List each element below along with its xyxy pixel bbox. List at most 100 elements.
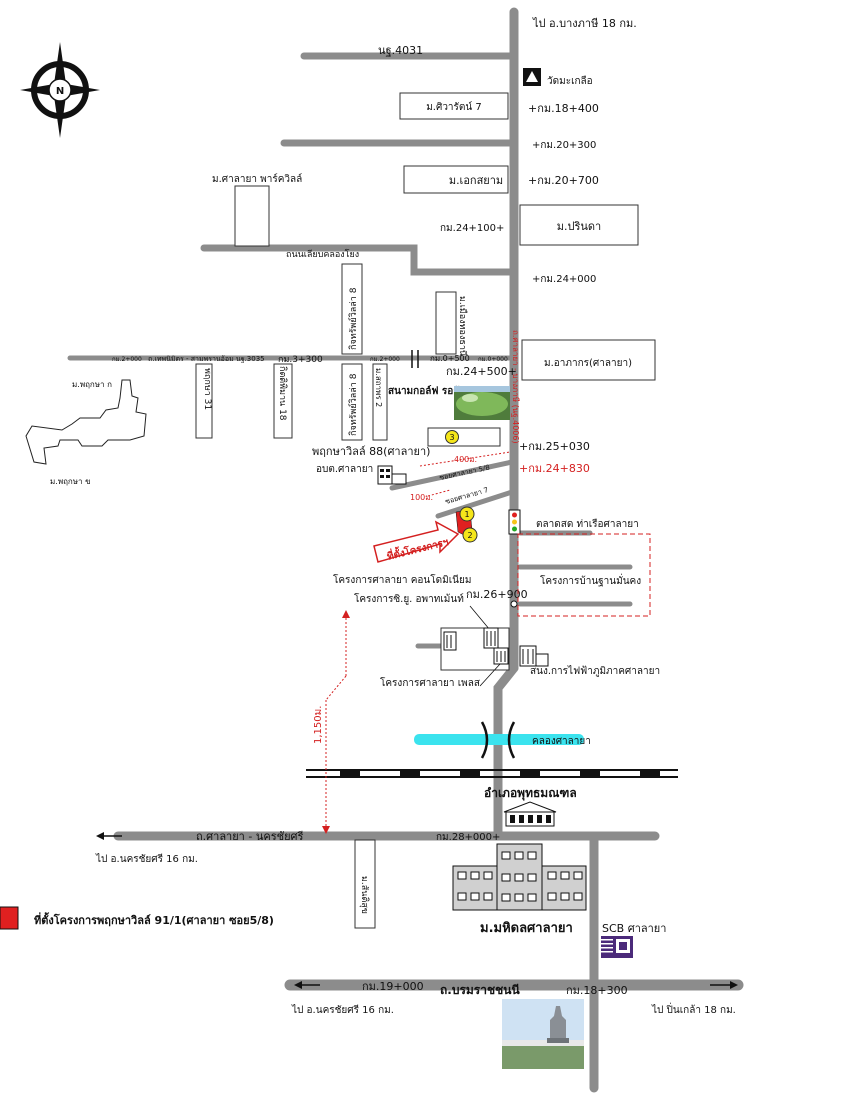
soi-5-label: ซอยศาลายา 5/8 bbox=[439, 463, 491, 481]
side-km: กม.2+000 bbox=[370, 356, 400, 363]
bridge-icon bbox=[480, 721, 516, 759]
arrow-up-icon bbox=[342, 610, 350, 618]
arrow-right-icon bbox=[710, 981, 738, 989]
km-marker: +กม.20+300 bbox=[532, 140, 596, 151]
arakorn-label: ม.อาภากร(ศาลายา) bbox=[544, 358, 632, 369]
side-km: กม.0+000 bbox=[478, 356, 508, 363]
north-label: N bbox=[56, 86, 64, 97]
sansuk-box bbox=[354, 839, 376, 929]
km-marker: +กม.24+830 bbox=[519, 462, 590, 475]
north-arrow-icon: N bbox=[20, 42, 100, 138]
left-destination-2: ไป อ.นครชัยศรี 16 กม. bbox=[291, 1004, 394, 1016]
km-marker: +กม.24+000 bbox=[532, 274, 596, 285]
phruksa-31-label: พฤกษา 31 bbox=[202, 368, 212, 410]
km-marker: +กม.25+030 bbox=[519, 440, 590, 453]
junction-icon bbox=[510, 600, 518, 608]
badge-1 bbox=[459, 506, 475, 522]
baan-project-label: โครงการบ้านฐานมั่นคง bbox=[540, 573, 641, 587]
building-icon bbox=[443, 627, 509, 665]
kit-lower-label: กิจทรัพย์วิลล่า 8 bbox=[347, 373, 359, 436]
siwarat-label: ม.ศิวารัตน์ 7 bbox=[426, 101, 482, 113]
traffic-light-icon bbox=[508, 509, 521, 535]
nb4031-label: นฐ.4031 bbox=[378, 44, 423, 57]
right-destination: ไป ปิ่นเกล้า 18 กม. bbox=[651, 1002, 736, 1016]
project-arrow-icon bbox=[373, 520, 460, 563]
dist-100-label: 100ม. bbox=[410, 493, 433, 502]
temple-icon bbox=[523, 68, 541, 86]
distance-dotted bbox=[325, 614, 347, 830]
badge-2-label: 2 bbox=[467, 531, 472, 540]
road-soi-5 bbox=[389, 459, 515, 491]
leader-line bbox=[469, 605, 491, 631]
golf-course-image bbox=[454, 386, 510, 420]
salaya-road-label: ถ.ศาลายา - นครชัยศรี bbox=[196, 830, 303, 843]
phruksa-a-outline bbox=[25, 379, 147, 465]
arrow-left-icon bbox=[294, 981, 320, 989]
side-km: กม.0+500 bbox=[430, 354, 470, 363]
canal-label: คลองศาลายา bbox=[532, 736, 591, 747]
highway-vertical-label: ถ.ศาลายา - บางภาษี (นฐ.4006) bbox=[511, 330, 520, 444]
side-km: กม.2+000 bbox=[112, 356, 142, 363]
siwarat-box bbox=[399, 92, 509, 120]
legend-label: ที่ตั้งโครงการพฤกษาวิลล์ 91/1(ศาลายา ซอย… bbox=[34, 912, 274, 927]
scb-logo-icon bbox=[601, 936, 633, 958]
badge-3 bbox=[445, 430, 459, 444]
phruksa-a-label: ม.พฤกษา ก bbox=[72, 380, 112, 389]
side-road-label: ถ.เทพนิมิตร - สามพรานอ้อม นฐ.3035 bbox=[148, 355, 265, 363]
road-canal bbox=[200, 244, 516, 276]
mueang-thong-label: ม.เมืองทองธานี bbox=[457, 296, 468, 356]
parinda-label: ม.ปรินดา bbox=[557, 220, 601, 233]
dist-400-label: 400ม. bbox=[454, 455, 477, 464]
sathaporn-box bbox=[372, 363, 388, 441]
kit-lower-box bbox=[341, 363, 363, 441]
phutthamonthon-photo bbox=[502, 999, 584, 1069]
badge-2 bbox=[462, 527, 478, 543]
phruksa-31-box bbox=[195, 363, 213, 439]
canal-road-label: ถนนเลียบคลองโยง bbox=[286, 249, 359, 260]
mahidol-building-icon bbox=[452, 843, 587, 911]
kit-18-label: กิตติพิมาน 18 bbox=[277, 366, 288, 421]
road-soi-7 bbox=[435, 489, 515, 519]
legend-swatch bbox=[0, 906, 19, 930]
km-marker: กม.19+000 bbox=[362, 980, 424, 993]
baan-project-box bbox=[517, 533, 651, 617]
district-office-icon bbox=[503, 801, 557, 827]
orbortor-label: อบต.ศาลายา bbox=[316, 464, 373, 475]
km-marker: กม.28+000+ bbox=[436, 832, 500, 843]
km-marker: กม.24+500+ bbox=[446, 365, 517, 378]
canal-band bbox=[414, 734, 584, 745]
ekkasayam-box bbox=[403, 165, 509, 194]
badge-3-label: 3 bbox=[449, 433, 454, 442]
ekkasayam-label: ม.เอกสยาม bbox=[449, 174, 503, 187]
sansuk-label: ม.สันติสุข bbox=[359, 876, 370, 914]
badge-3-box bbox=[427, 427, 501, 447]
km-marker: กม.24+100+ bbox=[440, 223, 504, 234]
badge-1-label: 1 bbox=[464, 510, 469, 519]
top-destination: ไป อ.บางภาษี 18 กม. bbox=[532, 17, 637, 30]
borom-label: ถ.บรมราชชนนี bbox=[440, 983, 520, 997]
dist-1150-label: 1,150ม. bbox=[313, 706, 324, 744]
kit-upper-label: กิจทรัพย์วิลล่า 8 bbox=[347, 287, 359, 350]
temple-label: วัดมะเกลือ bbox=[547, 75, 593, 87]
arrow-left-icon bbox=[96, 832, 122, 840]
phruksa-b-label: ม.พฤกษา ข bbox=[50, 477, 91, 486]
kit-upper-box bbox=[341, 263, 363, 355]
building-icon bbox=[377, 465, 407, 485]
railway bbox=[306, 769, 678, 778]
km-marker: +กม.20+700 bbox=[528, 174, 599, 187]
kit-18-box bbox=[273, 363, 293, 439]
building-icon bbox=[519, 645, 549, 667]
apartment-label: โครงการซิ.ยู. อพาทเม้นท์ bbox=[354, 592, 464, 605]
km-marker: กม.26+900 bbox=[466, 588, 528, 601]
salaya-plus-label: โครงการศาลายา เพลส bbox=[380, 676, 480, 689]
arrow-down-icon bbox=[322, 826, 330, 834]
pea-label: สนง.การไฟฟ้าภูมิภาคศาลายา bbox=[530, 665, 660, 677]
parinda-box bbox=[519, 204, 639, 246]
km-marker: +กม.18+400 bbox=[528, 102, 599, 115]
side-km: กม.3+300 bbox=[278, 355, 323, 365]
phruksa-88-label: พฤกษาวิลล์ 88(ศาลายา) bbox=[312, 445, 430, 458]
main-highway-bend bbox=[493, 663, 519, 840]
sathaporn-label: ม.สถาพร 2 bbox=[374, 368, 383, 407]
scb-label: SCB ศาลายา bbox=[602, 922, 666, 935]
